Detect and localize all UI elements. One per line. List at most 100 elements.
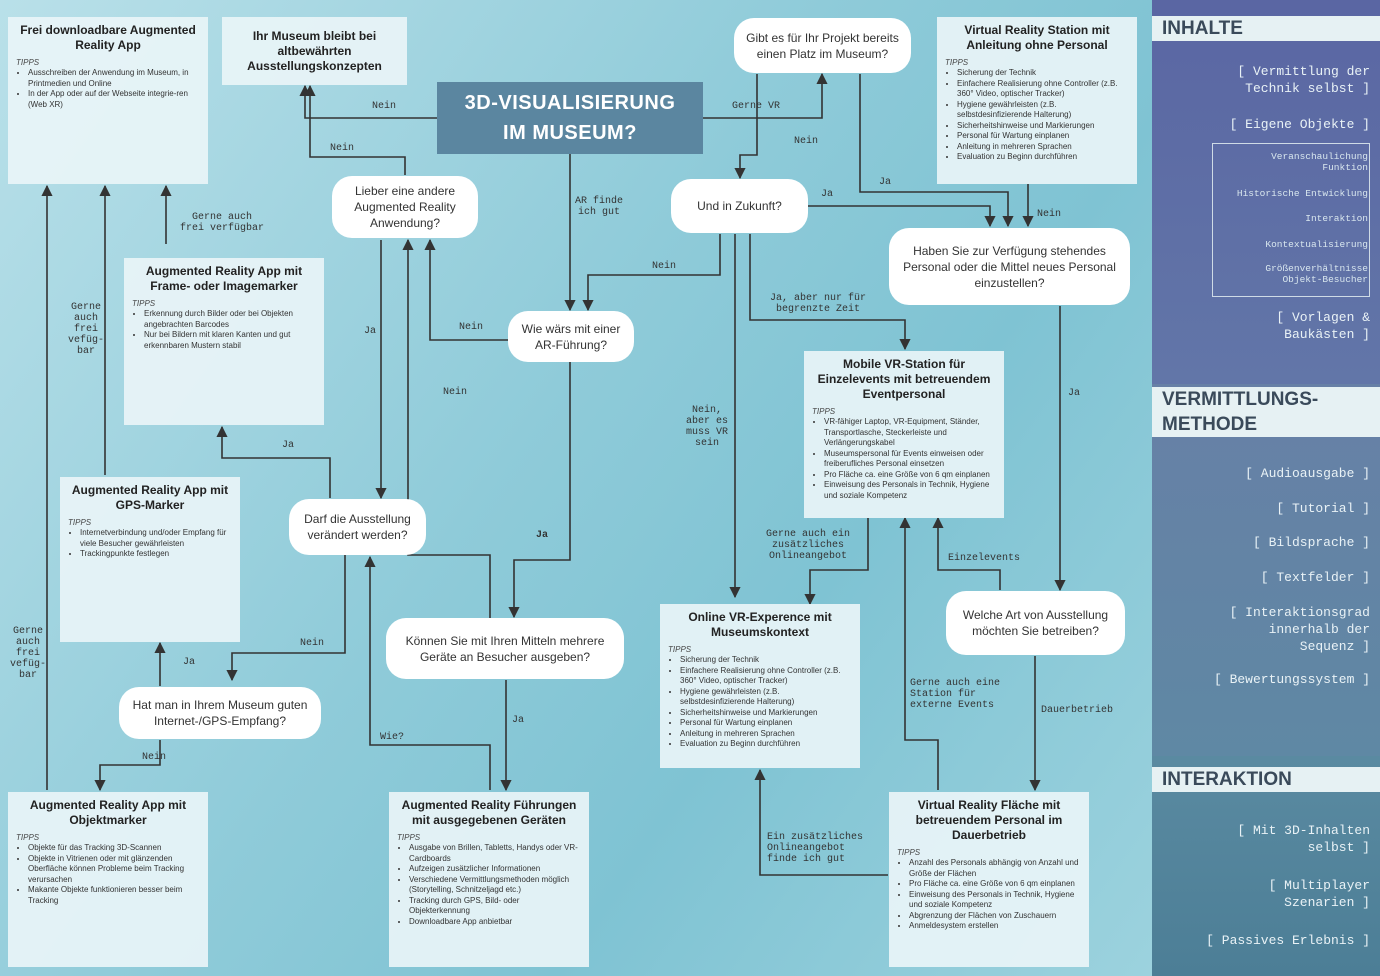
section-heading: INHALTE [1152, 16, 1380, 41]
tip-item: Makante Objekte funktionieren besser bei… [28, 885, 200, 906]
sidebar-section-vermittlung: VERMITTLUNGS- METHODE [ Audioausgabe ] [… [1152, 384, 1380, 756]
label-nein-fuehrung: Nein [459, 322, 484, 333]
edge-zukunft-arfuehrung [582, 234, 721, 312]
tips-list: Erkennung durch Bilder oder bei Objekten… [132, 309, 316, 351]
label-ja-personal: Ja [1068, 388, 1081, 399]
box-fuehrungen: Augmented Reality Führungen mit ausgegeb… [389, 792, 589, 967]
tip-item: Ausgabe von Brillen, Tabletts, Handys od… [409, 843, 581, 864]
edge-platz-personal [859, 74, 1014, 228]
subitem-interaktion: Interaktion [1305, 213, 1368, 224]
tip-item: Erkennung durch Bilder oder bei Objekten… [144, 309, 316, 330]
tips-list: Internetverbindung und/oder Empfang für … [68, 528, 232, 560]
edge-flaeche-mobile [899, 516, 939, 790]
tips-list: Sicherung der Technik Einfachere Realisi… [668, 655, 852, 750]
subitem-veranschaulichung: Veranschaulichung Funktion [1271, 151, 1368, 173]
section-heading: INTERAKTION [1152, 767, 1380, 792]
label-ein-online: Ein zusätzliches Onlineangebot finde ich… [767, 832, 864, 865]
section-heading: VERMITTLUNGS- METHODE [1152, 387, 1380, 437]
tip-item: Einfachere Realisierung ohne Controller … [680, 666, 852, 687]
label-dauerbetrieb: Dauerbetrieb [1041, 705, 1114, 716]
tip-item: Hygiene gewährleisten (z.B. selbstdesinf… [957, 100, 1129, 121]
tips-label: TIPPS [16, 58, 40, 67]
sidebar-item-passives-erlebnis: [ Passives Erlebnis ] [1206, 933, 1370, 948]
tip-item: In der App oder auf der Webseite integri… [28, 89, 200, 110]
flowchart-connectors [41, 72, 1066, 876]
box-title: Mobile VR-Station für Einzelevents mit b… [817, 357, 991, 401]
box-title: Online VR-Experence mit Museumskontext [688, 610, 832, 639]
label-nein-vr: Nein, aber es muss VR sein [686, 405, 729, 449]
edge-geraete-andere [402, 238, 491, 620]
tip-item: Objekte in Vitrienen oder mit glänzenden… [28, 854, 200, 886]
tips-label: TIPPS [132, 299, 156, 308]
edge-arfuehrung-geraete [508, 362, 571, 619]
tips-label: TIPPS [812, 407, 836, 416]
tips-list: Ausgabe von Brillen, Tabletts, Handys od… [397, 843, 581, 927]
box-title: Frei downloadbare Augmented Reality App [20, 23, 196, 52]
tip-item: Evaluation zu Beginn durchführen [680, 739, 852, 750]
box-title: Augmented Reality App mit Objektmarker [29, 798, 187, 827]
label-nein-main: Nein [372, 101, 397, 112]
main-question: 3D-VISUALISIERUNG IM MUSEUM? [437, 82, 703, 154]
tip-item: Objekte für das Tracking 3D-Scannen [28, 843, 200, 854]
sidebar-item-textfelder: [ Textfelder ] [1260, 570, 1370, 585]
sidebar-item-3d-inhalte: [ Mit 3D-Inhalten selbst ] [1237, 823, 1370, 855]
tip-item: Pro Fläche ca. eine Größe von 6 qm einpl… [824, 470, 996, 481]
label-ja-ausstellung: Ja [282, 440, 295, 451]
sidebar-item-vermittlung-technik: [ Vermittlung der Technik selbst ] [1237, 64, 1370, 96]
question-ausstellung: Darf die Ausstellung verändert werden? [289, 499, 426, 555]
box-title: Augmented Reality App mit Frame- oder Im… [145, 264, 303, 293]
question-zukunft: Und in Zukunft? [671, 179, 808, 233]
subitem-historische-entwicklung: Historische Entwicklung [1236, 188, 1368, 199]
label-ja-zukunft: Ja [821, 189, 834, 200]
box-title: Augmented Reality Führungen mit ausgegeb… [401, 798, 577, 827]
tip-item: Nur bei Bildern mit klaren Kanten und gu… [144, 330, 316, 351]
label-nein-internet: Nein [142, 752, 167, 763]
label-ja-platz: Ja [879, 177, 892, 188]
tip-item: Tracking durch GPS, Bild- oder Objekterk… [409, 896, 581, 917]
tip-item: Einfachere Realisierung ohne Controller … [957, 79, 1129, 100]
tip-item: Downloadbare App anbietbar [409, 917, 581, 928]
tip-item: Anmeldesystem erstellen [909, 921, 1081, 932]
tip-item: Abgrenzung der Flächen von Zuschauern [909, 911, 1081, 922]
box-gps-marker: Augmented Reality App mit GPS-Marker TIP… [60, 477, 240, 642]
tips-list: Anzahl des Personals abhängig von Anzahl… [897, 858, 1081, 932]
box-bewaehrt: Ihr Museum bleibt bei altbewährten Ausst… [222, 17, 407, 85]
label-nein-personal: Nein [1037, 209, 1062, 220]
label-ja-internet: Ja [183, 657, 196, 668]
tips-list: VR-fähiger Laptop, VR-Equipment, Ständer… [812, 417, 996, 501]
box-title: Ihr Museum bleibt bei altbewährten Ausst… [247, 28, 382, 73]
box-vr-flaeche: Virtual Reality Fläche mit betreuendem P… [889, 792, 1089, 967]
label-ja-geraete: Ja [512, 715, 525, 726]
label-gerne-vr: Gerne VR [732, 101, 781, 112]
label-nein-ausstellung: Nein [300, 638, 325, 649]
edge-main-platz [703, 72, 828, 119]
label-ja-andere: Ja [364, 326, 377, 337]
tip-item: VR-fähiger Laptop, VR-Equipment, Ständer… [824, 417, 996, 449]
question-geraete: Können Sie mit Ihren Mitteln mehrere Ger… [386, 618, 624, 679]
question-internet: Hat man in Ihrem Museum guten Internet-/… [119, 687, 321, 739]
edge-platz-zukunft [734, 74, 758, 180]
flowchart-canvas: 3D-VISUALISIERUNG IM MUSEUM? Frei downlo… [0, 0, 1152, 976]
label-nein-gross: Nein [443, 387, 468, 398]
sidebar-item-vorlagen: [ Vorlagen & Baukästen ] [1276, 310, 1370, 342]
sidebar-item-bewertungssystem: [ Bewertungssystem ] [1213, 672, 1370, 687]
label-gerne-frei-v1: Gerne auch frei vefüg- bar [68, 302, 105, 357]
sidebar: INHALTE [ Vermittlung der Technik selbst… [1152, 0, 1380, 976]
edge-fuehrung-ausstellung [364, 555, 491, 790]
tip-item: Sicherheitshinweise und Markierungen [957, 121, 1129, 132]
tip-item: Anleitung in mehreren Sprachen [680, 729, 852, 740]
label-einzelevents: Einzelevents [948, 553, 1021, 564]
box-objektmarker: Augmented Reality App mit Objektmarker T… [8, 792, 208, 967]
edge-mobile-online [804, 518, 869, 606]
box-frame-marker: Augmented Reality App mit Frame- oder Im… [124, 258, 324, 425]
tip-item: Hygiene gewährleisten (z.B. selbstdesinf… [680, 687, 852, 708]
label-gerne-frei-v2: Gerne auch frei vefüg- bar [10, 626, 47, 681]
edge-internet-obj [94, 740, 161, 792]
tip-item: Personal für Wartung einplanen [957, 131, 1129, 142]
question-andere-ar: Lieber eine andere Augmented Reality Anw… [332, 176, 478, 238]
edge-arfuehrung-andere [424, 238, 508, 341]
tip-item: Sicherung der Technik [680, 655, 852, 666]
edge-ausstellung-internet [226, 555, 346, 682]
tip-item: Evaluation zu Beginn durchführen [957, 152, 1129, 163]
sidebar-item-interaktionsgrad: [ Interaktionsgrad innerhalb der Sequenz… [1229, 605, 1370, 654]
